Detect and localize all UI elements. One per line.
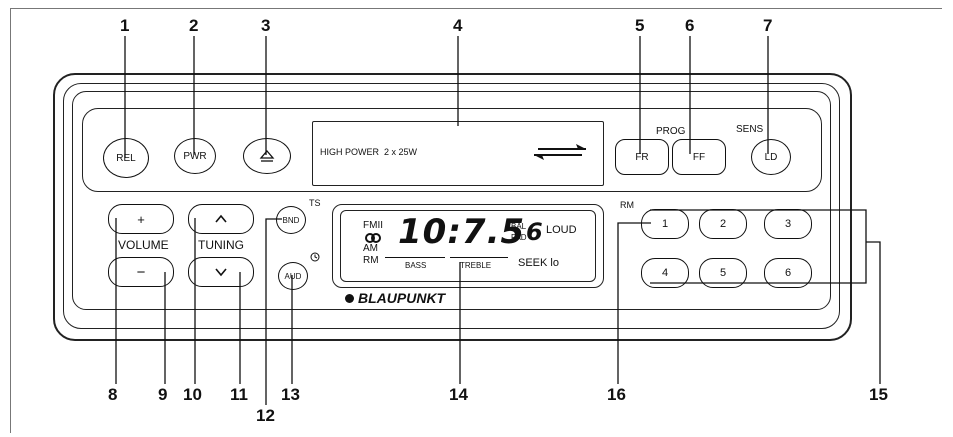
fr-label: FR [635, 151, 649, 163]
bnd-label: BND [282, 215, 300, 225]
lcd-frequency: 10:7.5 [398, 212, 526, 252]
clock-icon [310, 252, 320, 262]
lcd-seek: SEEK lo [518, 257, 559, 269]
rel-label: REL [116, 152, 136, 164]
preset-1-label: 1 [661, 218, 669, 230]
volume-up-button[interactable]: + [108, 204, 174, 234]
pwr-button[interactable]: PWR [174, 138, 216, 174]
brand-logo: BLAUPUNKT [345, 290, 445, 306]
preset-6-label: 6 [784, 267, 792, 279]
preset-5-label: 5 [719, 267, 727, 279]
faceplate-inner [72, 91, 831, 310]
preset-3-button[interactable]: 3 [764, 209, 812, 239]
ld-button[interactable]: LD [751, 139, 791, 175]
volume-down-button[interactable]: − [108, 257, 174, 287]
rm-preset-label: RM [620, 200, 634, 210]
ff-button[interactable]: FF [672, 139, 726, 175]
aud-button[interactable]: AUD [278, 262, 308, 290]
outer-frame [10, 8, 942, 433]
callout-12: 12 [256, 406, 275, 425]
callout-2: 2 [189, 16, 199, 35]
callout-15: 15 [869, 385, 888, 404]
callout-14: 14 [449, 385, 468, 404]
callout-4: 4 [453, 16, 463, 35]
ld-label: LD [764, 151, 778, 163]
treble-bar [450, 257, 508, 258]
top-strip [82, 108, 822, 192]
ts-label: TS [309, 198, 321, 208]
lcd-display-inner [340, 210, 596, 282]
callout-16: 16 [607, 385, 626, 404]
bnd-button[interactable]: BND [276, 206, 306, 234]
bass-bar [385, 257, 445, 258]
stereo-icon [365, 233, 381, 243]
lcd-rm: RM [363, 255, 379, 266]
high-power-label: HIGH POWER 2 x 25W [320, 147, 418, 157]
volume-up-label: + [137, 211, 145, 227]
callout-5: 5 [635, 16, 645, 35]
brand-text: BLAUPUNKT [358, 290, 446, 306]
lcd-fmii: FMII [363, 220, 383, 231]
tuning-down-button[interactable] [188, 257, 254, 287]
preset-2-label: 2 [719, 218, 727, 230]
lcd-loud: LOUD [546, 224, 577, 236]
ff-label: FF [692, 151, 706, 163]
callout-11: 11 [230, 385, 248, 404]
faceplate-outer [53, 73, 852, 341]
preset-3-label: 3 [784, 218, 792, 230]
fr-button[interactable]: FR [615, 139, 669, 175]
pwr-label: PWR [183, 150, 207, 162]
callout-10: 10 [183, 385, 202, 404]
aud-label: AUD [284, 271, 302, 281]
tape-direction-arrows-icon [534, 144, 586, 160]
tuning-up-button[interactable] [188, 204, 254, 234]
lcd-am: AM [363, 243, 378, 254]
sens-label: SENS [736, 124, 764, 135]
chevron-down-icon [215, 268, 227, 277]
lcd-display-outer [332, 204, 604, 288]
chevron-up-icon [215, 214, 227, 223]
brand-dot-icon [345, 293, 354, 303]
rel-button[interactable]: REL [103, 138, 149, 178]
prog-label: PROG [656, 126, 686, 137]
volume-label: VOLUME [118, 238, 169, 252]
lcd-treble: TREBLE [460, 261, 492, 270]
callout-8: 8 [108, 385, 118, 404]
callout-6: 6 [685, 16, 695, 35]
callout-7: 7 [763, 16, 773, 35]
tuning-label: TUNING [198, 238, 244, 252]
callout-3: 3 [261, 16, 271, 35]
callout-1: 1 [120, 16, 130, 35]
lcd-bass: BASS [405, 261, 427, 270]
faceplate-mid [63, 83, 840, 329]
lcd-bal: BAL [511, 222, 527, 231]
callout-9: 9 [158, 385, 168, 404]
callout-13: 13 [281, 385, 300, 404]
preset-1-button[interactable]: 1 [641, 209, 689, 239]
preset-2-button[interactable]: 2 [699, 209, 747, 239]
eject-button[interactable] [243, 138, 291, 174]
lcd-level: 6 [526, 218, 543, 246]
lcd-fad: FAD [511, 233, 527, 242]
eject-icon [259, 150, 275, 162]
volume-down-label: − [136, 263, 146, 281]
preset-4-label: 4 [661, 267, 669, 279]
